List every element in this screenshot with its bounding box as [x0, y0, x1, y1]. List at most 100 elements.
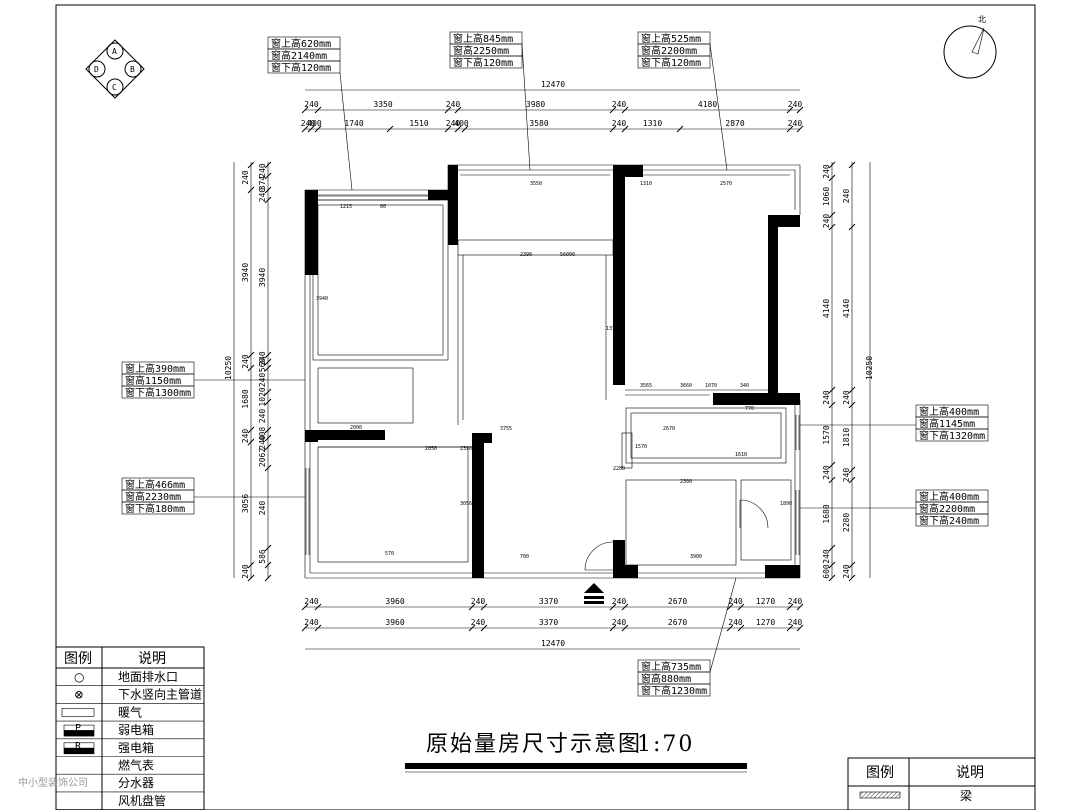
dim-top-row2: 240	[446, 119, 461, 128]
dim-top-row2: 400	[454, 119, 469, 128]
dim-left-outer: 240	[241, 354, 250, 369]
legend-item-text: 暖气	[118, 704, 142, 719]
dim-bottom-row2: 240	[471, 618, 486, 627]
north-label: 北	[978, 15, 986, 24]
room-dimension: 3056	[460, 501, 472, 507]
dim-bottom-row2: 2670	[668, 618, 687, 627]
window-note-right-upper-line: 窗上高400mm	[919, 405, 979, 418]
legend-header-desc: 说明	[138, 651, 166, 667]
compass-letter: B	[130, 65, 135, 74]
dim-right-inner: 1680	[822, 504, 831, 523]
dim-bottom-row1: 240	[728, 597, 743, 606]
dim-bottom-row1: 1270	[756, 597, 775, 606]
window-note-top-right-line: 窗下高120mm	[641, 56, 701, 69]
window-note-bottom-line: 窗上高735mm	[641, 660, 701, 673]
dim-left-inner: 3940	[258, 268, 267, 287]
dim-left-inner: 240	[258, 409, 267, 424]
window-note-right-lower-line: 窗高2200mm	[919, 502, 975, 515]
dim-top-row2: 240	[301, 119, 316, 128]
room-dimension: 2670	[663, 426, 675, 432]
room-dimension: 2050	[425, 446, 437, 452]
title-text: 原始量房尺寸示意图	[426, 732, 642, 757]
dim-right-outer: 1810	[842, 428, 851, 447]
window-note-left-upper-line: 窗高1150mm	[125, 374, 181, 387]
room-dimension: 2280	[613, 466, 625, 472]
legend-symbol: R	[75, 741, 82, 752]
dim-right-inner: 240	[822, 214, 831, 229]
window-note-top-left-line: 窗高2140mm	[271, 49, 327, 62]
window-note-bottom-line: 窗下高1230mm	[641, 684, 707, 697]
dim-left-inner: 240	[258, 163, 267, 178]
room-dimension: 1610	[735, 452, 747, 458]
legend-header-symbol: 图例	[64, 651, 92, 667]
dim-right-inner: 1570	[822, 425, 831, 444]
dim-bottom-row2: 3960	[385, 618, 404, 627]
dim-left-inner: 586	[258, 549, 267, 564]
room-dimension: 2390	[460, 446, 472, 452]
dim-bottom-row1: 3370	[539, 597, 558, 606]
window-note-top-left-line: 窗上高620mm	[271, 37, 331, 50]
box-fill-icon	[64, 747, 94, 754]
window-note-top-mid-line: 窗上高845mm	[453, 32, 513, 45]
walls	[304, 164, 801, 579]
dim-left-inner: 1020	[258, 387, 267, 406]
room-dimension: 3755	[500, 426, 512, 432]
dim-left-inner: 240	[258, 435, 267, 450]
dim-top-row1: 240	[612, 100, 627, 109]
beam-legend-table: 图例 说明 梁	[847, 757, 1036, 810]
dim-total-height-right: 10250	[865, 356, 874, 380]
dim-left-inner: 240	[258, 501, 267, 516]
box-fill-icon	[64, 730, 94, 737]
dim-total-width-bottom: 12470	[541, 639, 565, 648]
dim-bottom-row1: 3960	[385, 597, 404, 606]
dim-right-inner: 4140	[822, 299, 831, 318]
room-dimension: 3900	[690, 554, 702, 560]
dim-right-inner: 240	[822, 164, 831, 179]
room-dimension: 2300	[680, 479, 692, 485]
dim-right-outer: 240	[842, 390, 851, 405]
dim-right-inner: 240	[822, 549, 831, 564]
dim-top-row2: 1310	[643, 119, 662, 128]
entrance-arrow-icon	[584, 583, 604, 604]
dim-bottom-row2: 240	[612, 618, 627, 627]
dim-left-outer: 3940	[241, 263, 250, 282]
room-dimension: 3565	[640, 383, 652, 389]
dim-left-inner: 240	[258, 351, 267, 366]
room-dimension: 570	[385, 551, 394, 557]
legend-symbol: ⊗	[74, 688, 84, 702]
room-dimension: 2000	[350, 425, 362, 431]
drawing-title: 原始量房尺寸示意图 1:70	[405, 732, 747, 773]
legend-item-text: 燃气表	[118, 758, 154, 773]
dim-left-outer: 240	[241, 564, 250, 579]
legend-symbol: P	[75, 723, 81, 734]
dim-left-inner: 408	[258, 427, 267, 442]
north-arrow-icon: 北	[943, 15, 997, 80]
window-note-top-mid-line: 窗高2250mm	[453, 44, 509, 57]
room-dimension: 1070	[705, 383, 717, 389]
dim-top-row2: 240	[788, 119, 803, 128]
room-dimension: 1570	[635, 444, 647, 450]
dim-bottom-row2: 1270	[756, 618, 775, 627]
room-dimension: 1370	[606, 326, 618, 332]
dim-top-row2: 1510	[409, 119, 428, 128]
room-dimension: 700	[520, 554, 529, 560]
dim-top-row1: 3980	[526, 100, 545, 109]
dim-top-row1: 240	[446, 100, 461, 109]
room-dimension: 3660	[680, 383, 692, 389]
dim-top-row2: 2870	[725, 119, 744, 128]
dim-top-row1: 4180	[698, 100, 717, 109]
legend-item-text: 地面排水口	[118, 670, 178, 684]
dim-bottom-row2: 3370	[539, 618, 558, 627]
dim-bottom-row1: 240	[471, 597, 486, 606]
dim-top-row1: 240	[304, 100, 319, 109]
dim-right-outer: 240	[842, 189, 851, 204]
dim-right-outer: 4140	[842, 299, 851, 318]
room-dimension: 340	[740, 383, 749, 389]
dim-bottom-row1: 2670	[668, 597, 687, 606]
legend-symbol: ○	[74, 670, 84, 684]
beam-hatch-icon	[859, 791, 901, 799]
dim-right-inner: 1060	[822, 187, 831, 206]
dim-top-row2: 400	[307, 119, 322, 128]
